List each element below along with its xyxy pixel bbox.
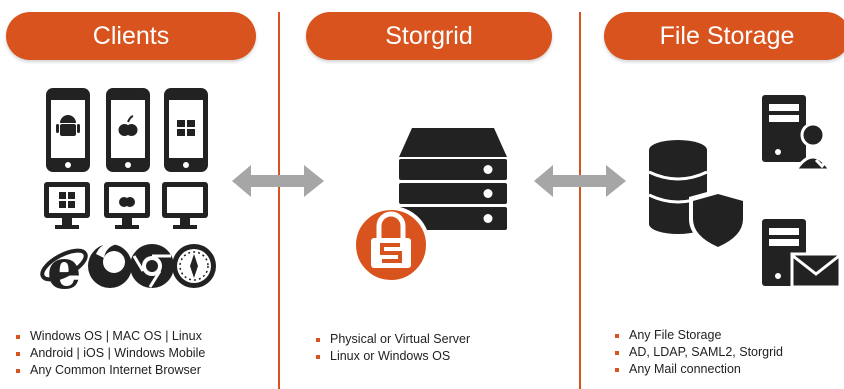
list-item: AD, LDAP, SAML2, Storgrid xyxy=(613,344,783,361)
list-item: Android | iOS | Windows Mobile xyxy=(14,345,205,362)
list-item: Windows OS | MAC OS | Linux xyxy=(14,328,205,345)
server-mail-icon xyxy=(762,219,842,289)
safari-icon xyxy=(172,244,216,288)
chrome-icon xyxy=(130,244,174,288)
windows-phone-icon xyxy=(164,88,208,172)
linux-desktop-icon xyxy=(162,182,208,229)
clients-bullet-list: Windows OS | MAC OS | Linux Android | iO… xyxy=(14,328,205,379)
database-shield-icon xyxy=(648,140,747,251)
mac-desktop-icon xyxy=(104,182,150,229)
clients-header: Clients xyxy=(6,12,256,60)
internet-explorer-icon: e xyxy=(40,237,88,301)
firefox-icon xyxy=(88,243,132,288)
double-arrow-icon xyxy=(232,165,324,197)
column-divider-right xyxy=(579,12,581,389)
server-user-icon xyxy=(762,95,834,172)
storgrid-lock-icon xyxy=(352,206,430,284)
list-item: Linux or Windows OS xyxy=(314,348,470,365)
list-item: Any Common Internet Browser xyxy=(14,362,205,379)
apple-phone-icon xyxy=(106,88,150,172)
column-divider-left xyxy=(278,12,280,389)
file-storage-title: File Storage xyxy=(659,21,795,50)
storgrid-header: Storgrid xyxy=(306,12,552,60)
windows-desktop-icon xyxy=(44,182,90,229)
list-item: Any Mail connection xyxy=(613,361,783,378)
storgrid-title: Storgrid xyxy=(385,21,473,50)
file-storage-header: File Storage xyxy=(604,12,844,60)
storgrid-bullet-list: Physical or Virtual Server Linux or Wind… xyxy=(314,331,470,365)
file-storage-bullet-list: Any File Storage AD, LDAP, SAML2, Storgr… xyxy=(613,327,783,378)
clients-title: Clients xyxy=(92,21,170,50)
list-item: Any File Storage xyxy=(613,327,783,344)
list-item: Physical or Virtual Server xyxy=(314,331,470,348)
double-arrow-icon xyxy=(534,165,626,197)
android-phone-icon xyxy=(46,88,90,172)
server-stack-icon xyxy=(399,128,507,230)
